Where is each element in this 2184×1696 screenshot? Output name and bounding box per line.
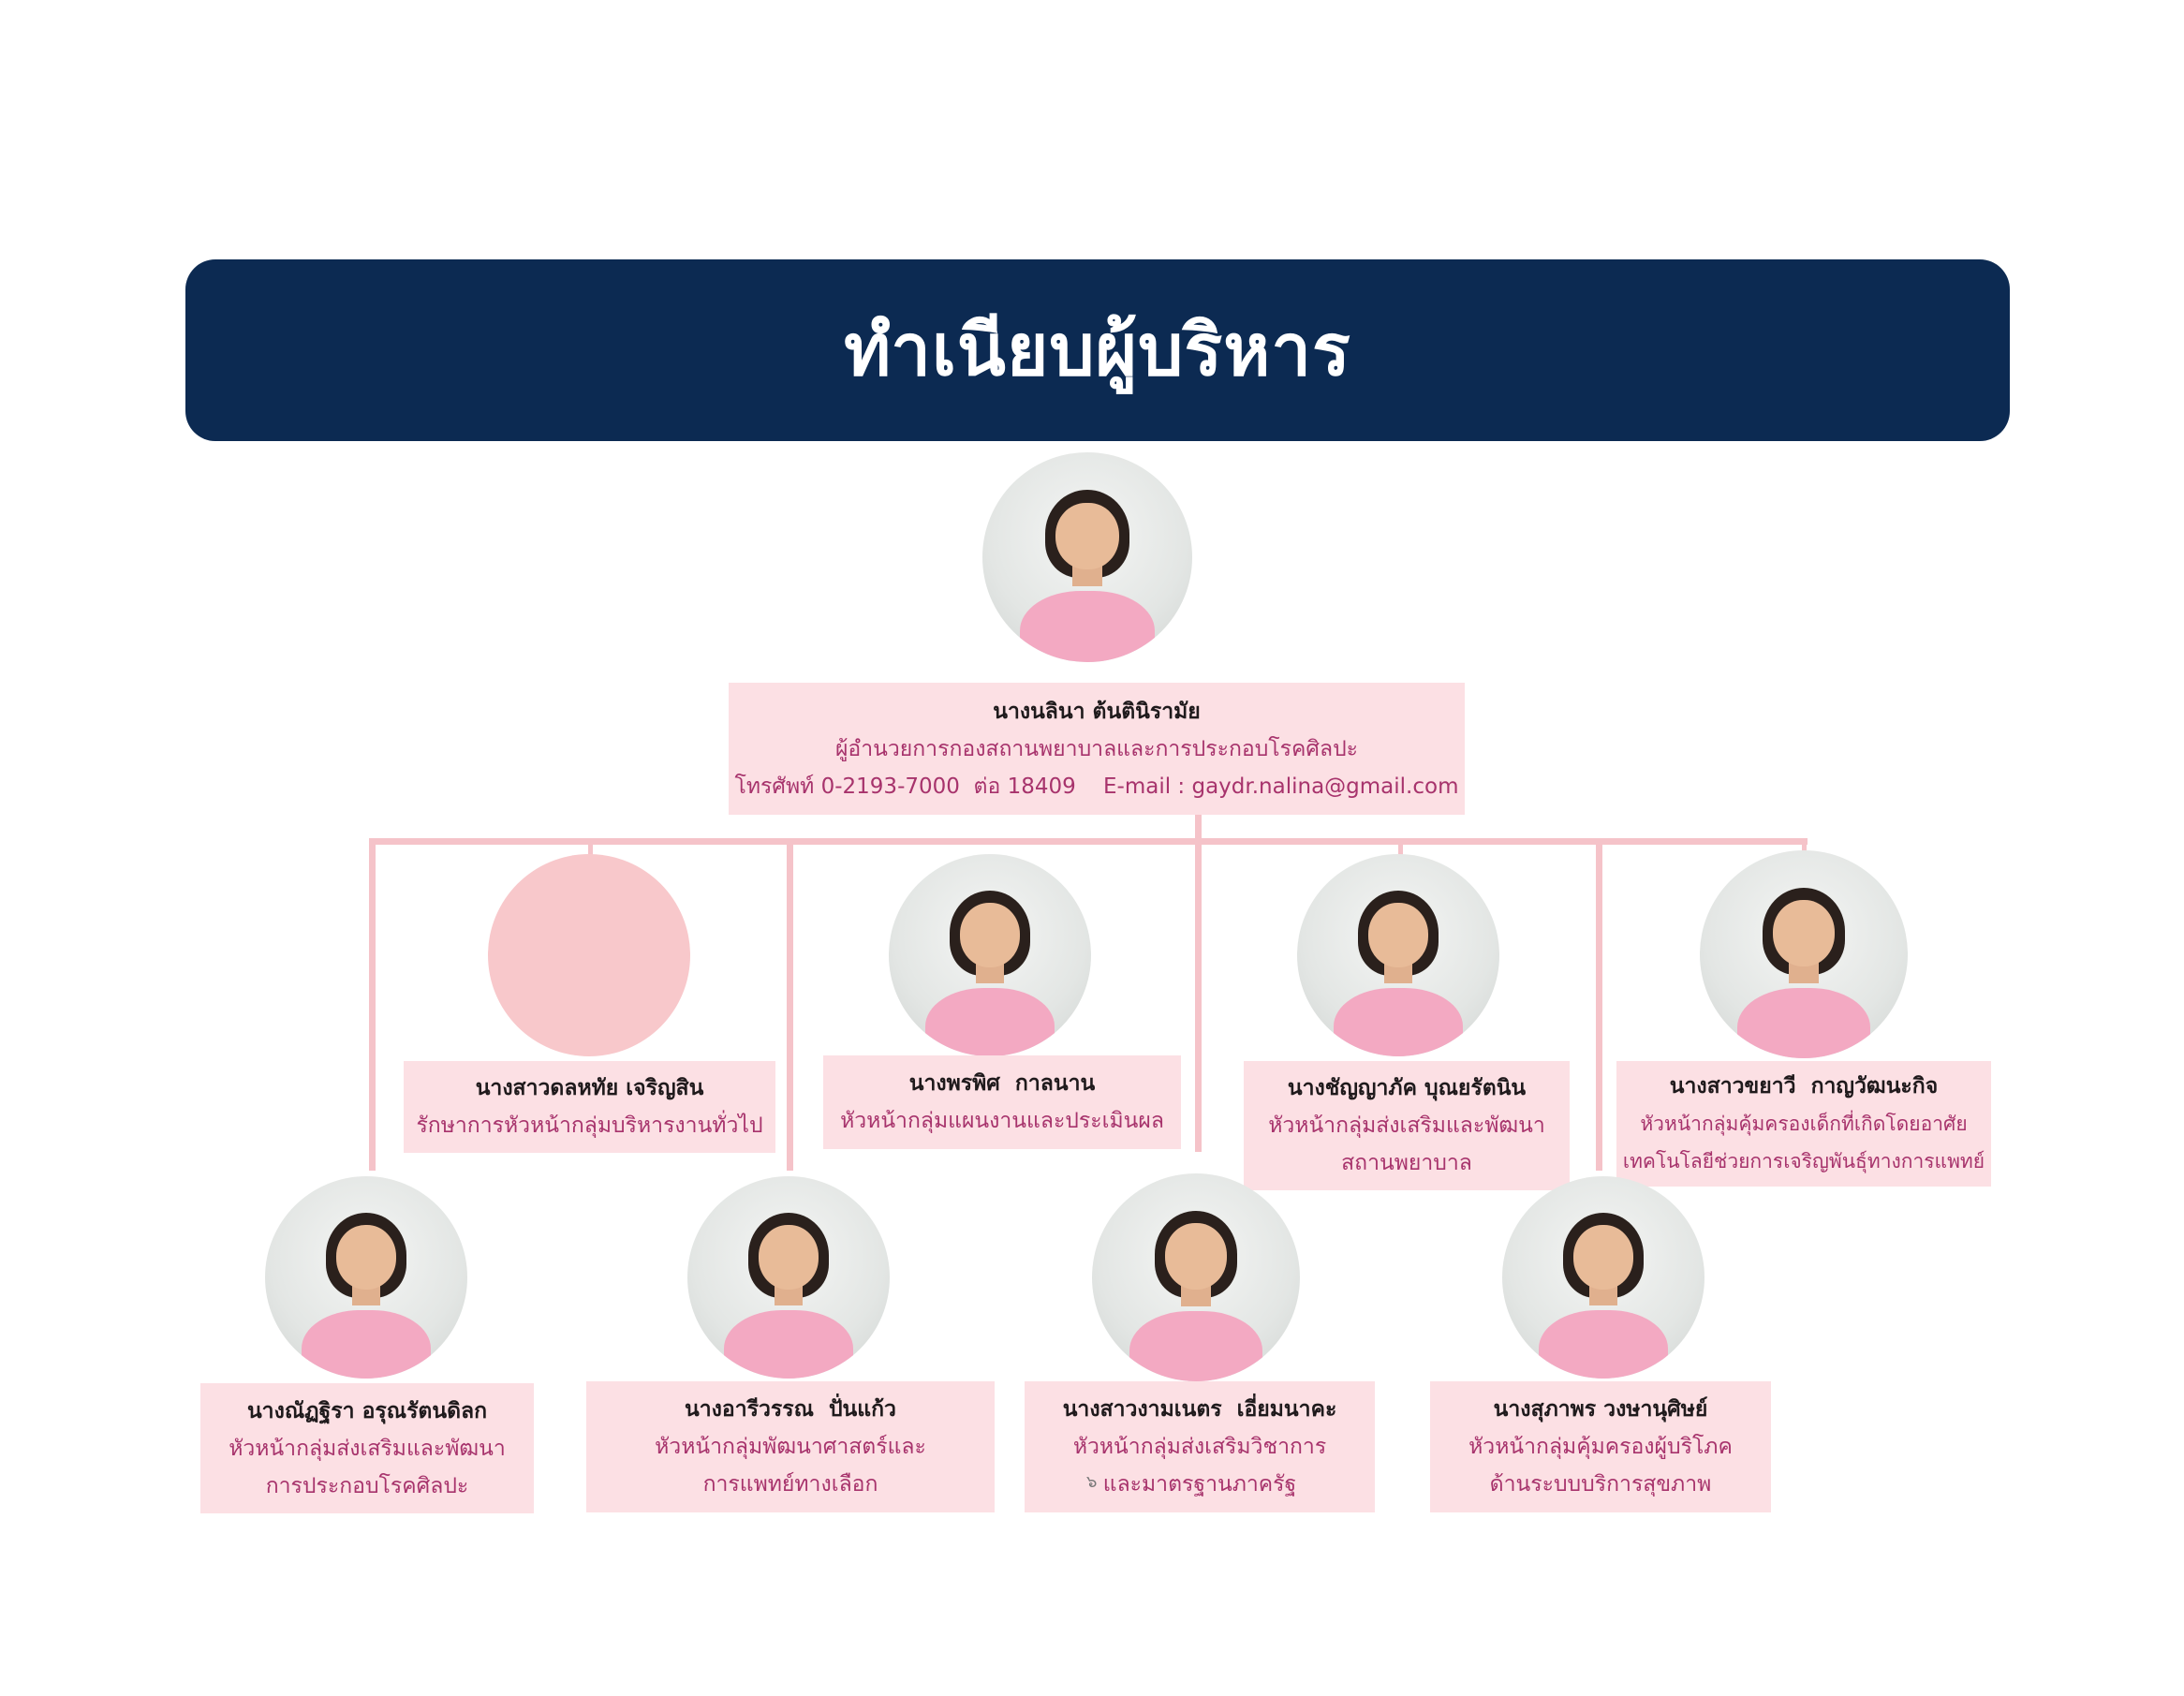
connector-row3-2	[787, 838, 793, 1171]
connector-director	[1195, 815, 1202, 1152]
staff-card: นางอารีวรรณ ปั่นแก้ว หัวหน้ากลุ่มพัฒนาศา…	[586, 1381, 995, 1512]
staff-role: หัวหน้ากลุ่มคุ้มครองผู้บริโภค	[1468, 1435, 1733, 1459]
director-card: นางนลินา ต้นตินิรามัย ผู้อำนวยการกองสถาน…	[729, 683, 1465, 815]
connector-row3-4	[1596, 838, 1602, 1171]
staff-name: นางณัฏฐิรา อรุณรัตนดิลก	[246, 1398, 488, 1423]
staff-name: นางสาวงามเนตร เอี่ยมนาคะ	[1062, 1397, 1337, 1422]
profile-photo	[1297, 854, 1499, 1056]
staff-name: นางสาวขยาวี กาญวัฒนะกิจ	[1669, 1074, 1939, 1099]
staff-card: นางสาวงามเนตร เอี่ยมนาคะ หัวหน้ากลุ่มส่ง…	[1025, 1381, 1375, 1512]
staff-role: หัวหน้ากลุ่มคุ้มครองเด็กที่เกิดโดยอาศัย	[1640, 1113, 1968, 1135]
staff-name: นางพรพิศ กาลนาน	[908, 1071, 1096, 1096]
profile-photo	[889, 854, 1091, 1056]
profile-photo	[265, 1176, 467, 1379]
staff-card: นางสาวขยาวี กาญวัฒนะกิจ หัวหน้ากลุ่มคุ้ม…	[1616, 1061, 1991, 1187]
staff-role: หัวหน้ากลุ่มส่งเสริมและพัฒนา	[1268, 1113, 1545, 1138]
connector-horizontal	[369, 838, 1808, 845]
staff-name: นางอารีวรรณ ปั่นแก้ว	[685, 1397, 896, 1422]
staff-role: หัวหน้ากลุ่มส่งเสริมและพัฒนา	[229, 1436, 506, 1461]
staff-role: หัวหน้ากลุ่มแผนงานและประเมินผล	[840, 1109, 1164, 1133]
staff-role: การแพทย์ทางเลือก	[702, 1472, 878, 1497]
director-photo	[982, 452, 1192, 662]
profile-photo	[1502, 1176, 1704, 1379]
staff-role: และมาตรฐานภาครัฐ	[1102, 1472, 1297, 1497]
staff-name: นางสาวดลหทัย เจริญสิน	[475, 1076, 704, 1100]
staff-card: นางพรพิศ กาลนาน หัวหน้ากลุ่มแผนงานและประ…	[823, 1055, 1181, 1149]
profile-photo-placeholder	[488, 854, 690, 1056]
director-role: ผู้อำนวยการกองสถานพยาบาลและการประกอบโรคศ…	[834, 736, 1359, 761]
staff-card: นางสาวดลหทัย เจริญสิน รักษาการหัวหน้ากลุ…	[404, 1061, 775, 1153]
staff-name: นางสุภาพร วงษานุศิษย์	[1493, 1397, 1708, 1422]
staff-card: นางชัญญาภัค บุณยรัตนิน หัวหน้ากลุ่มส่งเส…	[1244, 1061, 1570, 1190]
connector-row2-3	[1398, 838, 1403, 857]
profile-photo	[1092, 1173, 1300, 1381]
profile-photo	[1700, 850, 1908, 1058]
staff-card: นางณัฏฐิรา อรุณรัตนดิลก หัวหน้ากลุ่มส่งเ…	[200, 1383, 534, 1513]
staff-role: ด้านระบบบริการสุขภาพ	[1489, 1472, 1712, 1497]
director-name: นางนลินา ต้นตินิรามัย	[993, 699, 1201, 724]
director-contact: โทรศัพท์ 0-2193-7000 ต่อ 18409 E-mail : …	[734, 774, 1459, 799]
connector-row2-4	[1802, 838, 1807, 857]
staff-role: หัวหน้ากลุ่มพัฒนาศาสตร์และ	[655, 1435, 926, 1459]
staff-role: หัวหน้ากลุ่มส่งเสริมวิชาการ	[1072, 1435, 1327, 1459]
profile-photo	[687, 1176, 890, 1379]
title-banner: ทำเนียบผู้บริหาร	[185, 259, 2010, 441]
staff-card: นางสุภาพร วงษานุศิษย์ หัวหน้ากลุ่มคุ้มคร…	[1430, 1381, 1771, 1512]
stray-mark: ๖	[1086, 1472, 1098, 1492]
staff-role: การประกอบโรคศิลปะ	[265, 1473, 469, 1498]
staff-name: นางชัญญาภัค บุณยรัตนิน	[1287, 1076, 1527, 1100]
page-title: ทำเนียบผู้บริหาร	[844, 308, 1351, 391]
staff-role: รักษาการหัวหน้ากลุ่มบริหารงานทั่วไป	[416, 1113, 763, 1138]
staff-role: เทคโนโลยีช่วยการเจริญพันธุ์ทางการแพทย์	[1622, 1150, 1985, 1172]
staff-role: สถานพยาบาล	[1341, 1151, 1472, 1175]
connector-row3-1	[369, 838, 376, 1171]
connector-row2-1	[588, 838, 593, 857]
